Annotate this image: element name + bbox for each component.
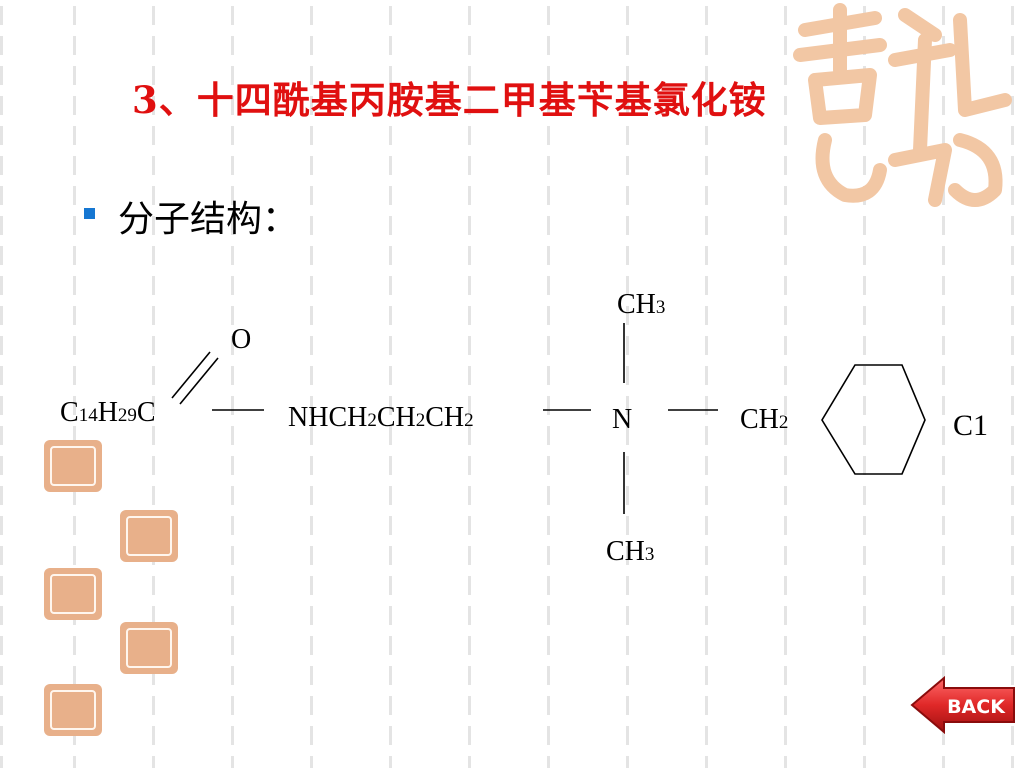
seal-stamp-icon [120,622,178,674]
seal-stamp-icon [44,568,102,620]
acyl-group-label: C14H29C [60,397,156,428]
back-button-label: BACK [947,696,1006,718]
methyl-bottom-label: CH3 [606,536,654,567]
slide-title: 3、十四酰基丙胺基二甲基苄基氯化铵 [132,78,767,122]
seal-stamp-icon [44,684,102,736]
calligraphy-watermark-icon [793,3,1012,207]
back-button[interactable]: BACK [910,676,1016,734]
oxygen-label: O [231,324,251,355]
benzyl-methylene-label: CH2 [740,404,788,435]
amidopropyl-chain-label: NHCH2CH2CH2 [288,402,474,433]
seal-stamp-icon [44,440,102,492]
square-bullet-icon [84,208,95,219]
carbonyl-bond-1 [171,351,211,399]
benzene-ring [821,364,926,475]
seal-stamp-icon [120,510,178,562]
bullet-text: 分子结构： [118,199,299,240]
nitrogen-label: N [612,404,632,435]
carbonyl-bond-2 [179,357,219,405]
methyl-top-label: CH3 [617,289,665,320]
back-arrow-icon [910,676,1015,734]
chloride-label: C1 [953,409,988,442]
